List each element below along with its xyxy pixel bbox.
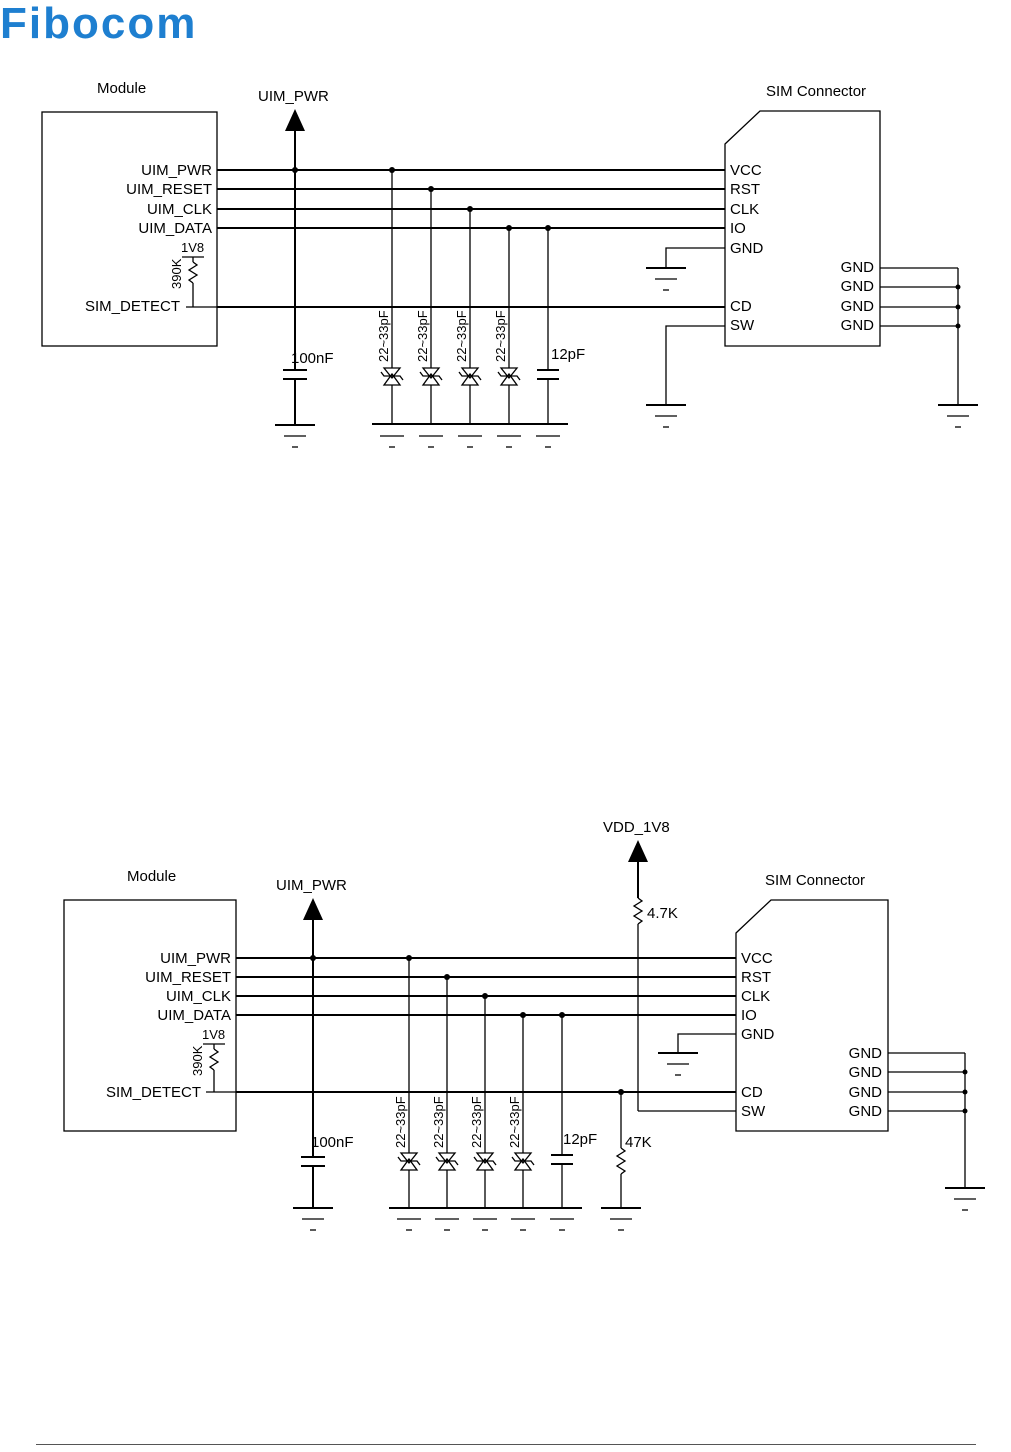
connector-label: SIM Connector [766, 83, 866, 100]
tvs-diode-1: 22~33pF [393, 955, 421, 1208]
conn-gnd-1: GND [849, 1045, 883, 1062]
module-pin-uim-clk: UIM_CLK [166, 988, 231, 1005]
conn-pin-vcc: VCC [730, 162, 762, 179]
conn-pin-clk: CLK [741, 988, 770, 1005]
module-pin-sim-detect: SIM_DETECT [85, 298, 180, 315]
supply-label: UIM_PWR [258, 88, 329, 105]
ground-symbol [938, 404, 978, 428]
cap-100nf-label: 100nF [311, 1134, 354, 1151]
conn-pin-rst: RST [741, 969, 771, 986]
ground-bar [389, 1207, 582, 1231]
supply-label: UIM_PWR [276, 877, 347, 894]
sw-pullup-resistor [632, 897, 644, 925]
conn-gnd-3: GND [849, 1084, 883, 1101]
conn-pin-gnd: GND [741, 1026, 775, 1043]
tvs-label-3: 22~33pF [469, 1096, 484, 1148]
tvs-diode-4: 22~33pF [493, 225, 521, 424]
ground-symbol [293, 1207, 333, 1231]
tvs-diode-2: 22~33pF [415, 186, 443, 424]
module-pin-uim-reset: UIM_RESET [126, 181, 212, 198]
ground-symbol [658, 1052, 698, 1076]
conn-pin-gnd: GND [730, 240, 764, 257]
conn-gnd-1: GND [841, 259, 875, 276]
module-pin-uim-data: UIM_DATA [138, 220, 212, 237]
tvs-label-2: 22~33pF [415, 310, 430, 362]
module-pin-uim-pwr: UIM_PWR [141, 162, 212, 179]
ground-bar [372, 423, 568, 448]
conn-pin-io: IO [741, 1007, 757, 1024]
module-pin-uim-clk: UIM_CLK [147, 201, 212, 218]
conn-pin-sw: SW [741, 1103, 766, 1120]
cap-100nf-label: 100nF [291, 350, 334, 367]
tvs-diode-4: 22~33pF [507, 1012, 535, 1208]
connector-label: SIM Connector [765, 872, 865, 889]
conn-pin-io: IO [730, 220, 746, 237]
module-pin-sim-detect: SIM_DETECT [106, 1084, 201, 1101]
tvs-diode-3: 22~33pF [454, 206, 482, 424]
conn-gnd-3: GND [841, 298, 875, 315]
module-label: Module [127, 868, 176, 885]
tvs-label-1: 22~33pF [393, 1096, 408, 1148]
sim-circuit-diagram-1: Module UIM_PWR UIM_RESET UIM_CLK UIM_DAT… [41, 80, 978, 448]
footer-divider [36, 1444, 976, 1445]
conn-pin-cd: CD [730, 298, 752, 315]
ground-symbol [646, 267, 686, 291]
conn-pin-clk: CLK [730, 201, 759, 218]
conn-gnd-2: GND [849, 1064, 883, 1081]
conn-gnd-2: GND [841, 278, 875, 295]
tvs-label-1: 22~33pF [376, 310, 391, 362]
conn-gnd-4: GND [841, 317, 875, 334]
pulldown-resistor: 47K [615, 1089, 652, 1208]
pullup-voltage-label: 1V8 [202, 1027, 225, 1042]
tvs-diode-2: 22~33pF [431, 974, 459, 1208]
vdd-label: VDD_1V8 [603, 819, 670, 836]
io-capacitor: 12pF [551, 1012, 597, 1208]
sim-circuit-diagram-2: Module UIM_PWR UIM_RESET UIM_CLK UIM_DAT… [63, 819, 985, 1231]
pullup-resistor [208, 1048, 220, 1071]
sim-connector-box [735, 899, 889, 1132]
conn-gnd-4: GND [849, 1103, 883, 1120]
tvs-diode-3: 22~33pF [469, 993, 497, 1208]
tvs-diode-1: 22~33pF [376, 167, 404, 424]
supply-arrow [285, 109, 305, 131]
conn-pin-vcc: VCC [741, 950, 773, 967]
tvs-label-3: 22~33pF [454, 310, 469, 362]
conn-pin-cd: CD [741, 1084, 763, 1101]
io-cap-label: 12pF [551, 346, 585, 363]
ground-symbol [275, 424, 315, 448]
module-pin-uim-reset: UIM_RESET [145, 969, 231, 986]
supply-arrow [303, 898, 323, 920]
module-label: Module [97, 80, 146, 97]
conn-pin-sw: SW [730, 317, 755, 334]
sim-connector-box [724, 110, 881, 347]
sw-pullup-label: 4.7K [647, 905, 678, 922]
module-pin-uim-data: UIM_DATA [157, 1007, 231, 1024]
conn-pin-rst: RST [730, 181, 760, 198]
fibocom-logo: Fibocom [0, 0, 197, 48]
ground-symbol [945, 1187, 985, 1211]
tvs-label-2: 22~33pF [431, 1096, 446, 1148]
tvs-label-4: 22~33pF [507, 1096, 522, 1148]
io-cap-label: 12pF [563, 1131, 597, 1148]
pullup-voltage-label: 1V8 [181, 240, 204, 255]
module-pin-uim-pwr: UIM_PWR [160, 950, 231, 967]
pullup-resistor [187, 261, 199, 284]
vdd-arrow [628, 840, 648, 862]
logo-text: Fibocom [0, 0, 197, 48]
io-capacitor: 12pF [537, 225, 585, 424]
tvs-label-4: 22~33pF [493, 310, 508, 362]
ground-symbol [601, 1207, 641, 1231]
pullup-resistor-label: 390K [190, 1045, 205, 1076]
ground-symbol [646, 404, 686, 428]
pulldown-label: 47K [625, 1134, 652, 1151]
pullup-resistor-label: 390K [169, 258, 184, 289]
